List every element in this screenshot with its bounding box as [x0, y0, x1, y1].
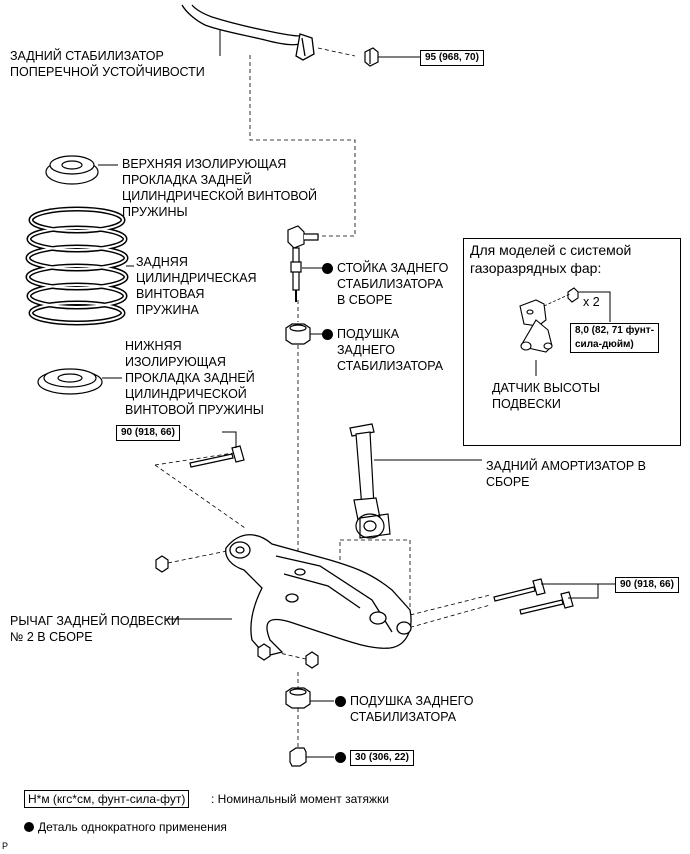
stabilizer-bar-label: ЗАДНИЙ СТАБИЛИЗАТОР ПОПЕРЕЧНОЙ УСТОЙЧИВО… — [10, 49, 205, 79]
stabilizer-link-label: СТОЙКА ЗАДНЕГО СТАБИЛИЗАТОРА В СБОРЕ — [337, 261, 449, 307]
assembly-guides — [154, 47, 491, 748]
legend-non-reusable-dot — [24, 822, 34, 832]
lower-bushing-label: ПОДУШКА ЗАДНЕГО СТАБИЛИЗАТОРА — [350, 694, 474, 724]
stabilizer-bar-drawing — [181, 4, 315, 61]
lower-insulator-label: НИЖНЯЯ ИЗОЛИРУЮЩАЯ ПРОКЛАДКА ЗАДНЕЙ ЦИЛИ… — [125, 339, 264, 417]
height-sensor-label: ДАТЧИК ВЫСОТЫ ПОДВЕСКИ — [492, 381, 601, 411]
upper-bushing-drawing — [285, 323, 311, 345]
non-reusable-marker-bottom-nut — [335, 752, 346, 763]
torque-height-sensor: 8,0 (82, 71 фунт- сила-дюйм) — [570, 323, 660, 353]
non-reusable-marker-upper-bushing — [322, 329, 333, 340]
lower-bushing-drawing — [285, 687, 311, 709]
inset-multiplier: x 2 — [583, 295, 600, 309]
stabilizer-link-drawing — [287, 225, 319, 302]
upper-insulator-drawing — [45, 155, 99, 185]
non-reusable-marker-lower-bushing — [335, 696, 346, 707]
bottom-nut-drawing — [289, 747, 307, 767]
left-bolt-drawing — [189, 445, 245, 468]
shock-absorber-label: ЗАДНИЙ АМОРТИЗАТОР В СБОРЕ — [486, 459, 646, 489]
corner-mark: P — [2, 841, 9, 851]
legend-torque-desc: : Номинальный момент затяжки — [211, 792, 389, 806]
torque-stabilizer-nut: 95 (968, 70) — [420, 50, 484, 66]
torque-left-bolt: 90 (918, 66) — [116, 425, 180, 441]
torque-right-bolts: 90 (918, 66) — [615, 577, 679, 593]
suspension-arm-label: РЫЧАГ ЗАДНЕЙ ПОДВЕСКИ № 2 В СБОРЕ — [10, 614, 180, 644]
height-sensor-inset: Для моделей с системой газоразрядных фар… — [463, 238, 681, 446]
non-reusable-marker-link — [322, 263, 333, 274]
coil-spring-label: ЗАДНЯЯ ЦИЛИНДРИЧЕСКАЯ ВИНТОВАЯ ПРУЖИНА — [136, 255, 257, 317]
suspension-arm-drawing — [225, 534, 412, 657]
upper-insulator-label: ВЕРХНЯЯ ИЗОЛИРУЮЩАЯ ПРОКЛАДКА ЗАДНЕЙ ЦИЛ… — [122, 157, 318, 219]
torque-bottom-nut: 30 (306, 22) — [350, 750, 414, 766]
right-bolts-drawing — [493, 578, 574, 615]
stabilizer-nut-drawing — [364, 47, 379, 67]
lower-insulator-drawing — [37, 368, 103, 395]
legend-non-reusable-text: Деталь однократного применения — [38, 820, 227, 834]
legend-torque-unit: Н*м (кгс*см, фунт-сила-фут) — [24, 790, 190, 808]
inset-title: Для моделей с системой газоразрядных фар… — [470, 242, 632, 276]
arm-nuts-drawing — [155, 555, 319, 669]
shock-absorber-drawing — [349, 423, 391, 539]
upper-bushing-label: ПОДУШКА ЗАДНЕГО СТАБИЛИЗАТОРА — [337, 327, 444, 373]
height-sensor-drawing — [519, 287, 579, 353]
